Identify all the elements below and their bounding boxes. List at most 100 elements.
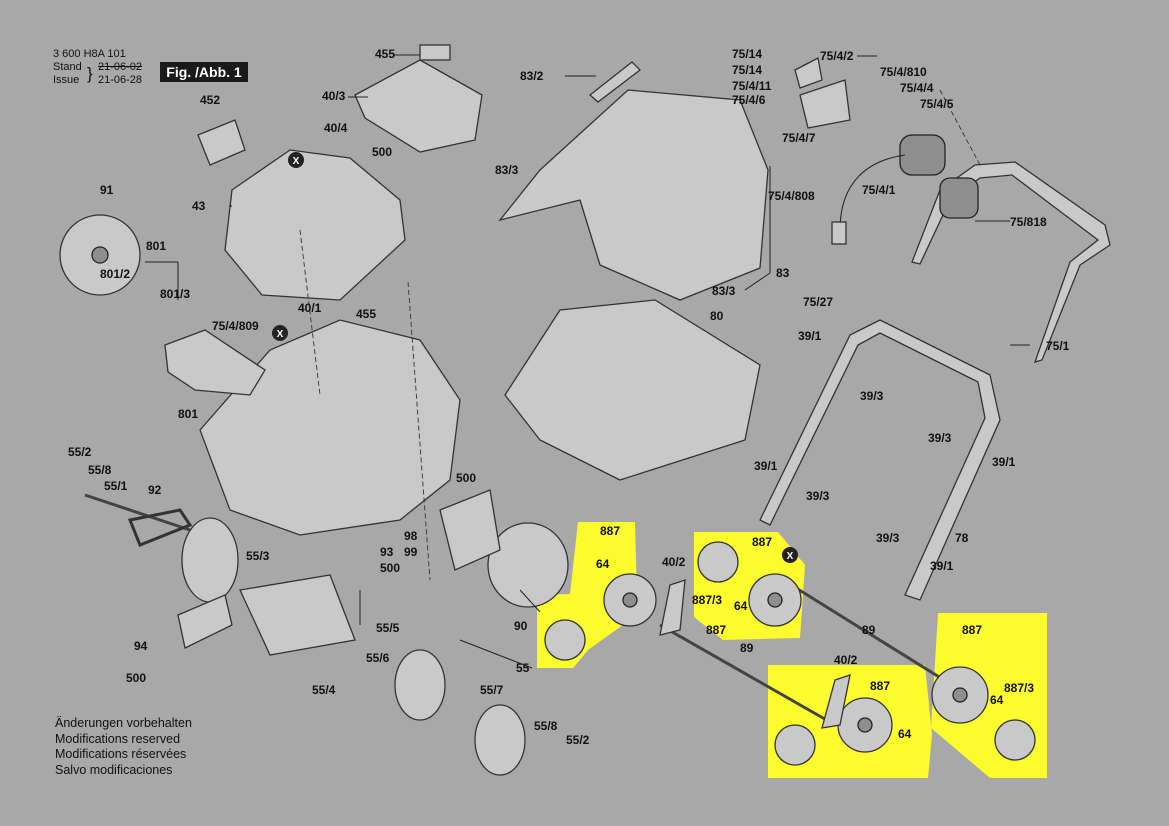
label-92: 92 [148,483,162,497]
assembly-line-3 [939,89,981,166]
label-39-3-a: 39/3 [860,389,884,403]
issue-label: Issue [53,74,80,86]
label-500-top: 500 [372,145,392,159]
fan-90 [487,522,569,608]
motor-housing-43 [224,149,406,301]
label-75-4-6: 75/4/6 [732,93,766,107]
issue-date: 21-06-28 [98,74,143,86]
label-887-b: 887 [752,535,772,549]
label-455-top: 455 [375,47,395,61]
label-887-3-b: 887/3 [1004,681,1034,695]
label-55-6: 55/6 [366,651,390,665]
axle-front [659,623,831,724]
wheel-hub-front-right [857,717,873,733]
label-887-a: 887 [600,524,620,538]
label-55-8-top: 55/8 [88,463,112,477]
label-887-d: 887 [870,679,890,693]
label-78: 78 [955,531,969,545]
label-801-top: 801 [146,239,166,253]
label-75-4-7: 75/4/7 [782,131,816,145]
label-64-a: 64 [596,557,610,571]
assembly-line-1 [407,281,431,581]
label-64-b: 64 [734,599,748,613]
handle-lower-75-1 [759,319,1001,601]
label-455-bottom: 455 [356,307,376,321]
label-40-3: 40/3 [322,89,346,103]
label-90: 90 [514,619,528,633]
chassis-40-1 [199,319,461,536]
wheel-cap-887-3-rear-left [697,541,739,583]
label-55-4: 55/4 [312,683,336,697]
drum-end-55 [394,649,446,721]
label-83-2: 83/2 [520,69,544,83]
label-75-4-1: 75/4/1 [862,183,896,197]
modification-notes: Änderungen vorbehalten Modifications res… [55,716,192,778]
switch-plate-75-4-7 [799,79,851,129]
cover-40-3 [354,59,483,153]
bracket-94 [177,594,233,649]
label-75-27: 75/27 [803,295,833,309]
label-887-e: 887 [962,623,982,637]
note-french: Modifications réservées [55,747,187,761]
label-75-4-808: 75/4/808 [768,189,815,203]
grass-box-handle-83-2 [588,61,641,103]
note-spanish: Salvo modificaciones [55,762,173,777]
belt-92 [127,508,193,547]
label-75-4-810: 75/4/810 [880,65,927,79]
part-label-group: 455 40/3 40/4 500 452 91 43 801 801/2 80… [68,47,1070,747]
label-40-2-b: 40/2 [834,653,858,667]
label-43: 43 [192,199,206,213]
label-39-3-d: 39/3 [876,531,900,545]
label-887-3-a: 887/3 [692,593,722,607]
leader-lines [145,54,1030,669]
label-801-2: 801/2 [100,267,130,281]
grass-box-lid-83 [498,89,769,301]
label-39-1-b: 39/1 [992,455,1016,469]
label-55-7: 55/7 [480,683,504,697]
wheel-cap-887-3-rear-right [994,719,1036,761]
note-english: Modifications reserved [55,731,181,746]
stand-date: 21-06-02 [98,61,143,73]
label-98: 98 [404,529,418,543]
wheel-hub-rear-right [952,687,968,703]
label-75-14-b: 75/14 [732,63,762,77]
label-40-2-a: 40/2 [662,555,686,569]
drum-55-3 [181,517,239,603]
cover-99 [439,489,501,571]
label-39-1-c: 39/1 [754,459,778,473]
label-39-3-b: 39/3 [928,431,952,445]
label-55-8-bottom: 55/8 [534,719,558,733]
drum-end-55-2 [474,704,526,776]
wheel-cap-887-3-front-left [544,619,586,661]
label-75-14-a: 75/14 [732,47,762,61]
label-99: 99 [404,545,418,559]
label-55-3: 55/3 [246,549,270,563]
label-39-3-c: 39/3 [806,489,830,503]
marker-x-text-1: X [293,156,300,167]
label-75-4-11: 75/4/11 [732,79,772,93]
wheel-cap-887-3-front-right [774,724,816,766]
assembly-line-2 [299,229,321,396]
label-83-3-bottom: 83/3 [712,284,736,298]
label-75-1: 75/1 [1046,339,1070,353]
axle-rear [779,576,961,692]
label-500-left: 500 [126,671,146,685]
label-452 [197,119,246,166]
marker-x-text-2: X [277,329,284,340]
marker-x-icon-3 [782,547,798,563]
label-39-1-a: 39/1 [798,329,822,343]
label-89-b: 89 [740,641,754,655]
figure-label: Fig. /Abb. 1 [160,62,248,82]
label-801-3: 801/3 [160,287,190,301]
motor-801 [164,329,266,396]
label-40-1: 40/1 [298,301,322,315]
shaft-55-1 [84,493,206,537]
label-55-1: 55/1 [104,479,128,493]
cable-75-4-808 [839,154,906,231]
label-89-a: 89 [862,623,876,637]
switch-75-4-2 [794,57,823,89]
drum-tines [239,574,356,656]
label-80: 80 [710,309,724,323]
